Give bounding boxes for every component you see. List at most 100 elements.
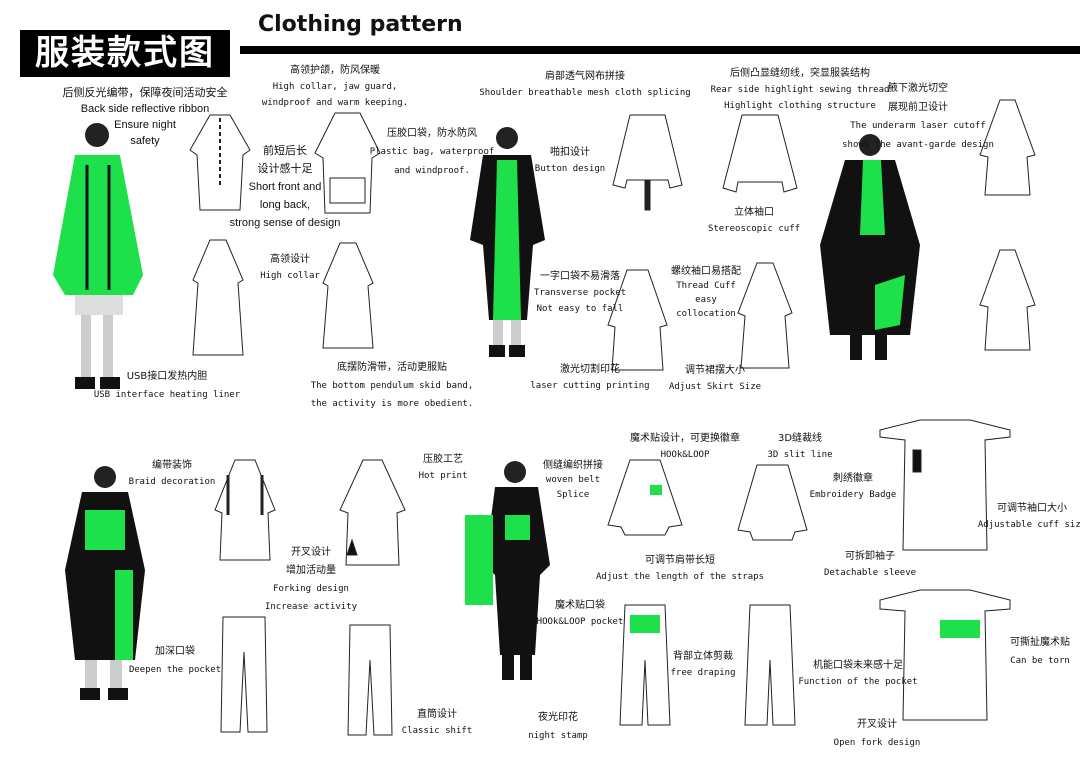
label-en: HOOk&LOOP <box>660 450 710 460</box>
sketch-high-collar-dress-2 <box>322 242 374 349</box>
label-en: windproof and warm keeping. <box>261 98 409 108</box>
label-zh: 后侧反光编带，保障夜间活动安全 <box>62 87 228 99</box>
model-figure-green-coat <box>53 123 143 389</box>
label-zh: 开叉设计 <box>856 719 897 730</box>
sketch-dress-back <box>979 249 1036 351</box>
label-en: Deepen the pocket <box>128 665 222 675</box>
label-zh: 刺绣徽章 <box>832 473 873 484</box>
label-en: 3D slit line <box>767 450 833 460</box>
label-en: night stamp <box>528 731 588 741</box>
sketch-long-dress <box>737 262 793 369</box>
label-zh: 3D缝裁线 <box>777 433 823 444</box>
label-en: strong sense of design <box>229 217 341 229</box>
annotation-3d-slit: 3D缝裁线 3D slit line <box>767 431 832 463</box>
sketch-shirt-dress <box>607 269 668 371</box>
sketch-high-collar-dress-1 <box>192 239 244 356</box>
label-zh: 前短后长 <box>263 145 307 157</box>
label-zh: 压胶口袋，防水防风 <box>387 128 477 139</box>
annotation-short-front: 前短后长设计感十足 Short front and long back, strong… <box>230 142 341 232</box>
page-title-en: Clothing pattern <box>258 12 463 37</box>
sketch-deep-pocket-pants <box>220 616 268 733</box>
label-en: laser cutting printing <box>530 381 650 391</box>
label-en: Can be torn <box>1010 656 1070 666</box>
label-en: Hot print <box>418 471 468 481</box>
label-en: Short front and <box>248 181 322 193</box>
model-figure-black-dress <box>65 466 145 700</box>
page-title-zh: 服装款式图 <box>20 30 230 77</box>
label-en: Highlight clothing structure <box>724 101 876 111</box>
label-zh: 开叉设计 <box>291 547 331 558</box>
label-en: High collar <box>260 271 320 281</box>
sketch-hoodie-back <box>737 464 808 541</box>
annotation-laser-printing: 激光切割印花 laser cutting printing <box>530 362 649 394</box>
label-en: Stereoscopic cuff <box>707 224 801 234</box>
label-en: Plastic bag, waterproof <box>369 147 495 157</box>
annotation-hook-loop-pocket: 魔术贴口袋 HOOk&LOOP pocket <box>537 598 624 630</box>
sketch-hooded-coat <box>314 112 381 214</box>
label-zh: 魔术贴口袋 <box>554 600 605 611</box>
label-zh: 直筒设计 <box>416 709 457 720</box>
annotation-stereo-cuff: 立体袖口 Stereoscopic cuff <box>708 205 800 237</box>
label-zh: 肩部透气网布拼接 <box>544 71 625 82</box>
label-en: Not easy to fall <box>536 304 624 314</box>
sketch-overalls-back <box>744 604 796 726</box>
label-en: long back, <box>259 199 311 211</box>
label-en: Button design <box>534 164 606 174</box>
sketch-jacket-back <box>722 114 798 193</box>
label-en: Ensure night <box>114 119 176 131</box>
label-en: safety <box>130 135 160 147</box>
sketch-long-coat-back <box>189 114 251 211</box>
label-en: HOOk&LOOP pocket <box>536 617 624 627</box>
sketch-braided-dress <box>214 459 276 561</box>
label-zh: 可撕扯魔术贴 <box>1010 637 1070 648</box>
sketch-hoodie-front <box>607 459 683 536</box>
label-zh: 底摆防滑带，活动更服贴 <box>337 362 447 373</box>
model-figure-oversized-coat <box>820 134 920 360</box>
label-zh: 可调节肩带长短 <box>644 555 715 566</box>
label-zh: 立体袖口 <box>734 207 774 218</box>
label-en: Thread Cuff <box>676 281 736 291</box>
label-en: woven belt <box>545 475 601 485</box>
label-en: free draping <box>670 668 736 678</box>
sketch-detachable-sleeve-coat <box>879 589 1011 721</box>
label-zh: 加深口袋 <box>155 646 195 657</box>
label-en: Back side reflective ribbon <box>80 103 210 115</box>
label-en: Adjustable cuff size <box>977 520 1080 530</box>
label-en: Classic shift <box>401 726 473 736</box>
annotation-hot-print: 压胶工艺 Hot print <box>419 452 468 484</box>
annotation-classic-shift: 直筒设计 Classic shift <box>402 707 472 739</box>
annotation-night-stamp: 夜光印花 night stamp <box>528 709 588 745</box>
sketch-forked-dress <box>339 459 406 566</box>
label-zh: 压胶工艺 <box>423 454 463 465</box>
label-zh: 展现前卫设计 <box>888 102 948 113</box>
label-zh: 腋下激光切空 <box>888 83 948 94</box>
label-zh: 夜光印花 <box>537 712 578 723</box>
sketch-straight-pants <box>347 624 393 736</box>
label-zh: 激光切割印花 <box>560 364 620 375</box>
label-zh: 设计感十足 <box>257 163 313 175</box>
annotation-can-be-torn: 可撕扯魔术贴 Can be torn <box>1010 634 1070 670</box>
sketch-overalls-front <box>619 604 671 726</box>
title-divider <box>240 46 1080 54</box>
label-en: and windproof. <box>394 166 470 176</box>
annotation-plastic-bag: 压胶口袋，防水防风 Plastic bag, waterproof and wind… <box>370 124 495 181</box>
label-en: Adjust the length of the straps <box>596 572 764 582</box>
label-en: Forking design <box>273 584 349 594</box>
label-en: High collar, jaw guard, <box>272 82 398 92</box>
label-en: Splice <box>556 490 590 500</box>
model-figure-black-jacket <box>470 127 545 357</box>
